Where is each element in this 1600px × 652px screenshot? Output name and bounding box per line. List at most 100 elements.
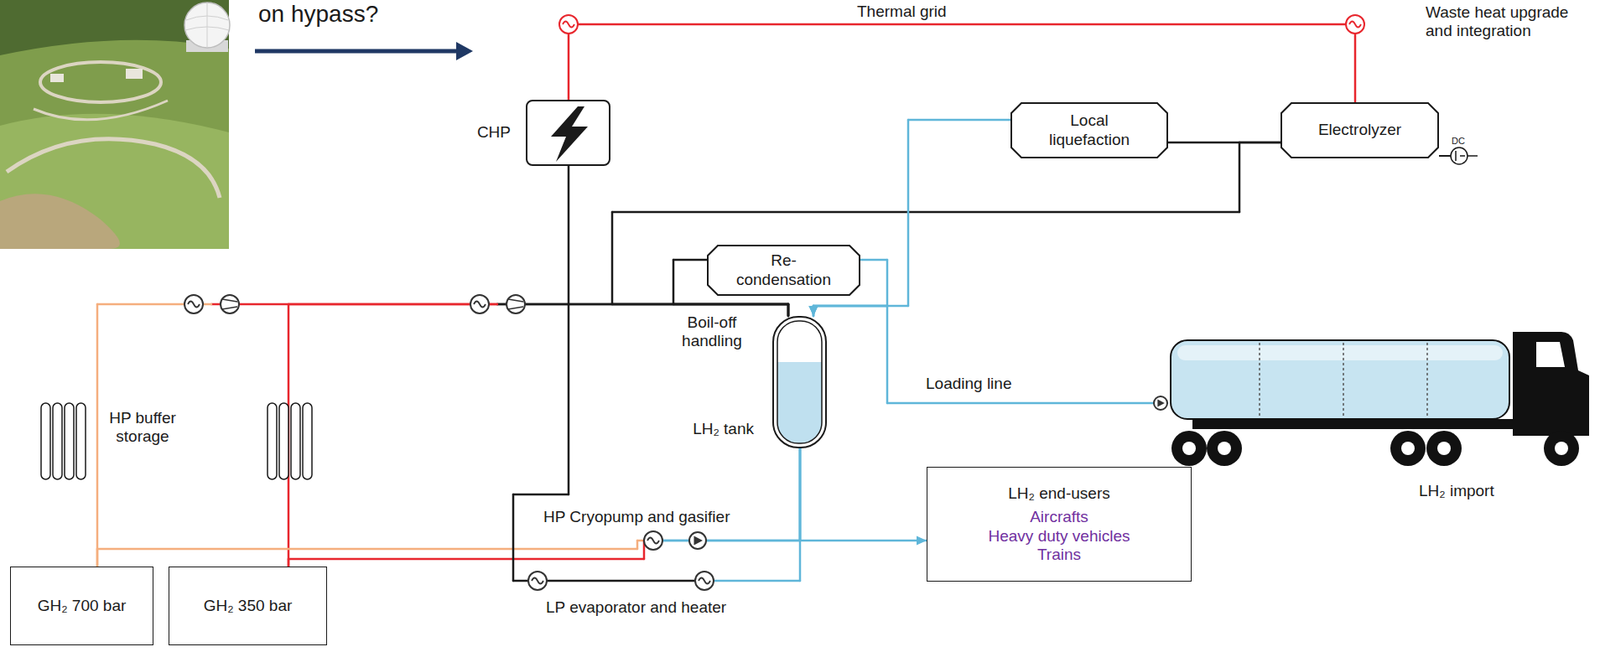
- pipe-segment: [1239, 141, 1281, 145]
- pipe-segment: [787, 304, 790, 317]
- truck-wheel: [1171, 431, 1207, 467]
- pipe-segment: [497, 303, 789, 307]
- pump-triangle: [1157, 400, 1164, 408]
- tank-drawing: [772, 316, 827, 449]
- end-user-box: LH₂ end-usersAircraftsHeavy duty vehicle…: [926, 467, 1192, 582]
- pipe-connector: [513, 166, 800, 582]
- box-label: GH₂ 700 bar: [37, 597, 127, 616]
- heat-exchanger-symbol: [695, 571, 714, 591]
- process-label: Electrolyzer: [1318, 120, 1402, 140]
- photo-dome-grid: [185, 2, 229, 48]
- annotation: HP Cryopump and gasifier: [543, 508, 730, 527]
- pipe-connector: [809, 306, 1169, 404]
- pipe-segment: [653, 540, 800, 543]
- tank-outer-wall: [773, 316, 826, 448]
- pipe-segment: [1238, 142, 1242, 213]
- tank-liquid: [777, 362, 822, 444]
- pipe-segment: [800, 540, 927, 543]
- box-heading: LH₂ end-users: [1007, 484, 1110, 504]
- pipe-segment: [636, 540, 639, 550]
- line-label: Thermal grid: [857, 2, 947, 21]
- pipe-segment: [886, 306, 889, 404]
- pipe-segment: [567, 24, 571, 100]
- line-label: Loading line: [923, 374, 1014, 394]
- truck-cab: [1512, 332, 1590, 437]
- photo-field: [0, 114, 229, 250]
- dc-source-mark: [1455, 150, 1465, 162]
- truck-tank-highlight: [1177, 345, 1503, 361]
- truck-hub: [1401, 441, 1415, 456]
- tank-inner-wall: [777, 321, 822, 444]
- heat-exchanger-symbol: [644, 531, 663, 551]
- pipe-segment: [860, 259, 888, 262]
- process-box: Electrolyzer: [1280, 102, 1439, 159]
- photo-dome: [184, 2, 230, 48]
- list-item: Trains: [1037, 545, 1081, 565]
- truck-hub: [1182, 441, 1196, 456]
- truck-hub: [1437, 441, 1451, 456]
- annotation: LP evaporator and heater: [545, 598, 727, 618]
- gas-cylinder: [52, 403, 63, 480]
- arrowhead: [809, 306, 819, 317]
- pipe-segment: [612, 211, 1240, 214]
- dc-wire: [1467, 155, 1478, 157]
- pipe-segment: [799, 448, 802, 582]
- pipe-connector: [97, 448, 800, 567]
- heat-exchanger-symbol: [1345, 15, 1365, 34]
- symbol-label: DC: [1451, 135, 1465, 147]
- pump-symbol: [689, 532, 707, 550]
- heat-exchanger-wave: [473, 301, 486, 308]
- unit-label: CHP: [477, 123, 511, 142]
- pipe-segment: [813, 305, 888, 308]
- compressor-symbol: [506, 295, 525, 314]
- tank-divider: [1342, 342, 1345, 417]
- heat-exchanger-symbol: [184, 295, 203, 314]
- dc-wire: [1438, 155, 1451, 157]
- pipe-connector: [288, 448, 800, 567]
- pipe-segment: [611, 212, 614, 305]
- pipe-connector: [288, 304, 789, 567]
- truck-label: LH₂ import: [1418, 482, 1495, 501]
- pipe-segment: [887, 402, 1168, 406]
- heat-exchanger-wave: [187, 301, 200, 308]
- pipe-segment: [287, 559, 291, 567]
- pipe-segment: [568, 23, 1356, 26]
- heat-exchanger-symbol: [470, 295, 489, 314]
- truck-hub: [1217, 441, 1232, 456]
- pipe-segment: [513, 493, 569, 497]
- dc-source-symbol: [1450, 147, 1468, 165]
- process-box: Re- condensation: [706, 244, 861, 297]
- pipe-segment: [787, 304, 790, 317]
- pipe-segment: [567, 166, 571, 495]
- pipe-segment: [96, 549, 99, 567]
- truck-wheel: [1426, 431, 1462, 467]
- gas-cylinder: [41, 403, 51, 480]
- pipe-segment: [787, 304, 790, 317]
- compressor-symbol: [220, 295, 239, 314]
- list-item: Aircrafts: [1029, 508, 1089, 527]
- pipe-segment: [672, 259, 676, 305]
- heat-exchanger-wave: [531, 578, 544, 585]
- pipe-segment: [704, 580, 800, 583]
- pointer-arrowhead: [456, 41, 473, 61]
- gas-cylinder: [267, 403, 277, 480]
- pipe-segment: [96, 304, 99, 567]
- pipe-segment: [211, 303, 498, 307]
- process-box: Local liquefaction: [1010, 102, 1169, 159]
- pipe-segment: [813, 305, 909, 308]
- annotation: Boil-off handling: [668, 313, 756, 351]
- lightning-symbol: [550, 106, 588, 162]
- pipe-segment: [653, 540, 800, 543]
- octagon-shape: [707, 245, 860, 296]
- photo-building: [50, 73, 64, 83]
- storage-box: GH₂ 700 bar: [10, 566, 154, 646]
- compressor-lines: [508, 299, 524, 310]
- box-label: GH₂ 350 bar: [203, 597, 293, 616]
- gas-cylinder: [76, 403, 86, 480]
- tank-label: LH₂ tank: [692, 420, 754, 439]
- compressor-lines: [222, 299, 238, 310]
- arrowhead: [809, 306, 819, 317]
- pipe-segment: [673, 259, 707, 262]
- pump-symbol: [1153, 396, 1168, 411]
